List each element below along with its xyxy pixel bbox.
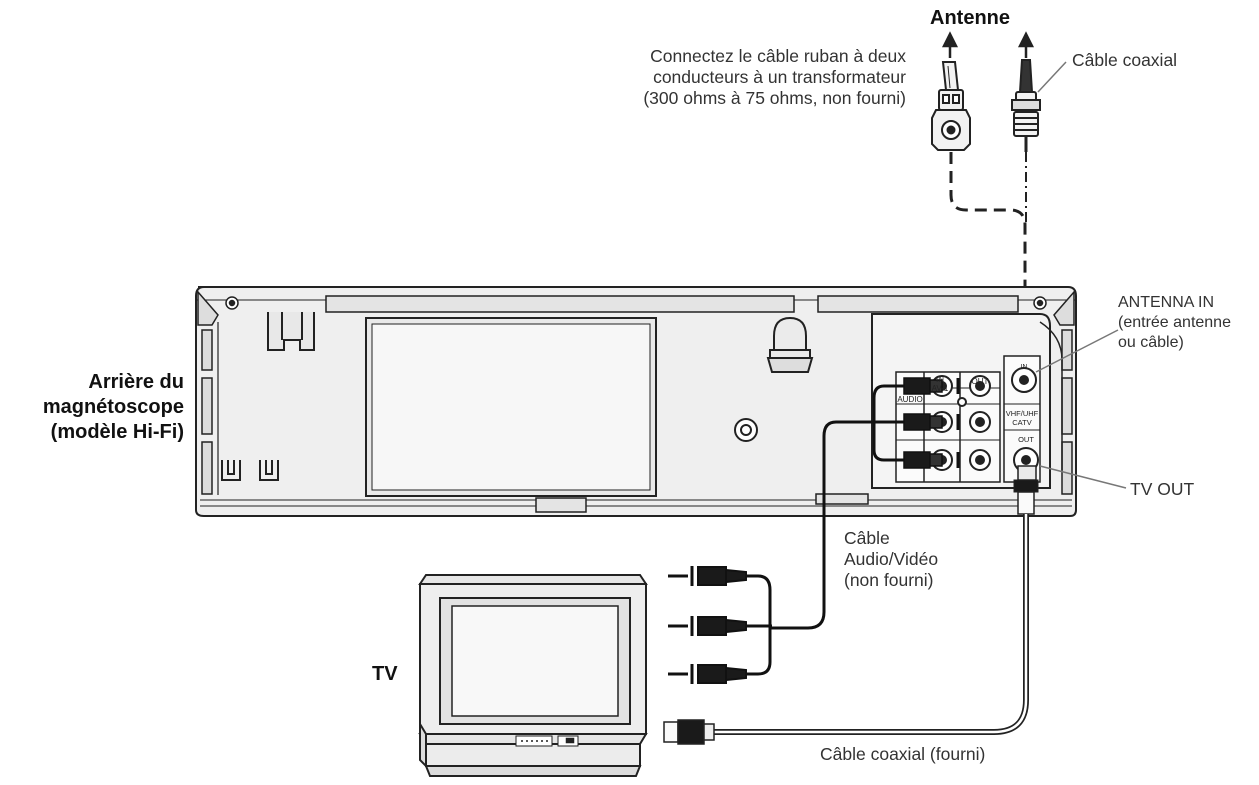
- tv-set: [418, 574, 648, 777]
- corner-screws: [197, 289, 1075, 326]
- label-coax-top: Câble coaxial: [1072, 50, 1178, 70]
- panel-label-rf-in: IN: [1021, 364, 1028, 371]
- panel-label-rf-out: OUT: [1018, 435, 1034, 444]
- panel-label-catv: CATV: [1012, 418, 1031, 427]
- tv-av-plugs: [668, 566, 772, 684]
- cord-clip: [267, 312, 315, 351]
- left-vents: [201, 329, 1073, 495]
- tv-coax-plug: [663, 719, 715, 745]
- leader-lines: [1035, 329, 1127, 489]
- top-rails: [325, 295, 1019, 313]
- bottom-tabs: [535, 493, 869, 513]
- label-antenne: Antenne: [930, 7, 1010, 29]
- av-plugs-inserted: [903, 377, 960, 469]
- dashed-twin-lead-route: [949, 152, 1027, 370]
- panel-text: IN AV-1 OUT AUDIO VHF/UHF CATV OUT IN: [897, 364, 1038, 444]
- center-panel: [365, 317, 657, 497]
- panel-label-audio: AUDIO: [897, 395, 922, 404]
- bottom-hooks: [221, 460, 279, 481]
- antenna-arrows: [941, 31, 1035, 58]
- tv-out-coax: [712, 465, 1039, 735]
- label-vcr-rear: Arrière du magnétoscope (modèle Hi-Fi): [42, 371, 184, 443]
- label-twin-lead: Connectez le câble ruban à deux conducte…: [643, 46, 906, 108]
- transformer-300-75: [931, 61, 971, 151]
- leader-coax-top: [1037, 61, 1067, 93]
- label-antenna-in: ANTENNA IN (entrée antenne ou câble): [1118, 294, 1231, 351]
- av-cable-loops: [770, 384, 904, 630]
- panel-label-av1: AV-1: [932, 384, 949, 393]
- hook-handle: [766, 316, 814, 373]
- panel-label-in: IN: [936, 375, 944, 384]
- coax-plug-top: [1011, 59, 1041, 152]
- label-tv-out: TV OUT: [1130, 479, 1195, 499]
- label-av-cable: Câble Audio/Vidéo (non fourni): [844, 528, 939, 590]
- tv-controls: [521, 740, 548, 742]
- round-knob: [734, 418, 758, 442]
- panel-label-vhf-uhf: VHF/UHF: [1006, 409, 1039, 418]
- panel-label-out: OUT: [972, 377, 989, 386]
- label-tv: TV: [372, 663, 398, 685]
- label-coax-bottom: Câble coaxial (fourni): [820, 744, 986, 764]
